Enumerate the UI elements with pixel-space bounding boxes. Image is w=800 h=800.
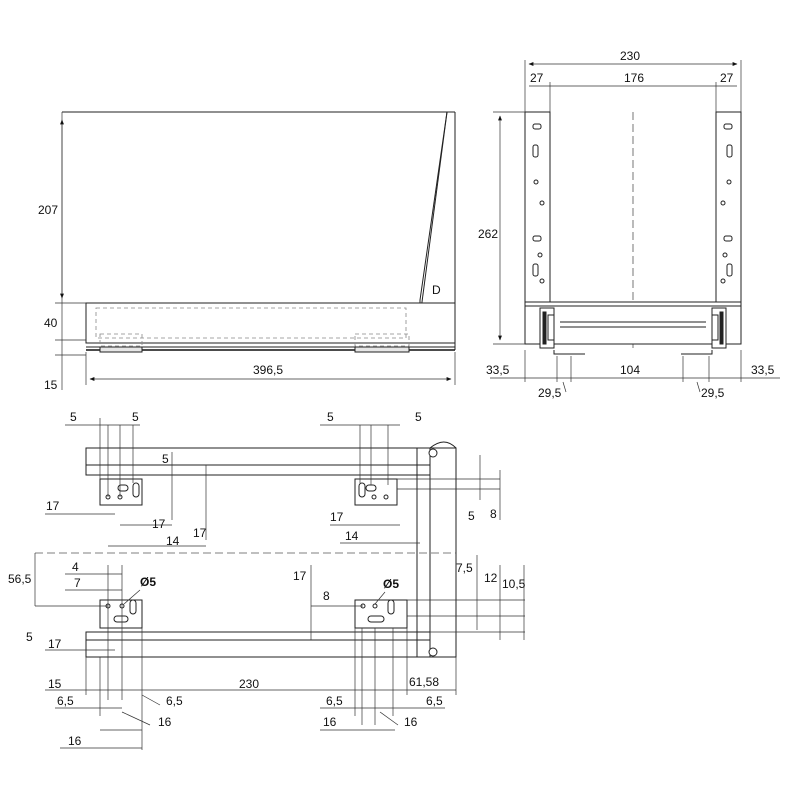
dim-top-5a: 5 [70, 410, 77, 424]
front-runner-right [681, 307, 727, 355]
dim-front-104: 104 [620, 363, 640, 377]
front-holes-right [720, 123, 733, 284]
side-runner-right [354, 346, 410, 353]
dim-left-5: 5 [26, 630, 33, 644]
dim-bottom-16d: 16 [68, 734, 82, 748]
dim-side-207: 207 [38, 203, 58, 217]
dim-bottom-6-5a: 6,5 [57, 694, 74, 708]
top-frame-right [429, 447, 457, 658]
dim-bottom-61-58: 61,58 [409, 675, 439, 689]
front-holes-left [532, 123, 545, 284]
dim-left-4: 4 [72, 560, 79, 574]
dim-mid-17: 17 [293, 569, 307, 583]
front-runner-left [539, 307, 585, 355]
dim-inner-5: 5 [162, 452, 169, 466]
top-rail-lower [85, 631, 431, 658]
dim-right-7-5: 7,5 [456, 561, 473, 575]
dim-front-33-5-left: 33,5 [486, 363, 510, 377]
dim-front-29-5-left: 29,5 [538, 386, 562, 400]
dim-inner-17a: 17 [152, 517, 166, 531]
side-runner-left [99, 346, 143, 353]
dim-bottom-16c: 16 [404, 715, 418, 729]
dim-front-262: 262 [478, 227, 498, 241]
dim-side-40: 40 [44, 316, 58, 330]
dim-front-176: 176 [624, 71, 644, 85]
dim-top-5d: 5 [415, 410, 422, 424]
dim-top-5b: 5 [132, 410, 139, 424]
dim-right-17: 17 [330, 510, 344, 524]
plate-lower-right [354, 599, 408, 629]
top-view: 5 5 5 5 5 17 17 17 14 17 14 5 8 56,5 4 7 [8, 410, 526, 750]
side-view: D 207 40 15 396,5 [38, 111, 456, 392]
dim-bottom-16a: 16 [158, 715, 172, 729]
dim-left-17: 17 [46, 499, 60, 513]
dim-left-56-5: 56,5 [8, 572, 32, 586]
dim-side-15: 15 [44, 378, 58, 392]
dim-right-8: 8 [490, 507, 497, 521]
dim-right-12: 12 [484, 571, 498, 585]
dim-front-29-5-right: 29,5 [701, 386, 725, 400]
front-view: 230 27 176 27 [478, 49, 780, 400]
dim-front-27-left: 27 [530, 71, 544, 85]
dim-top-5c: 5 [327, 410, 334, 424]
dim-diameter-right: Ø5 [383, 577, 399, 591]
dim-bottom-230: 230 [239, 677, 259, 691]
dim-bottom-15: 15 [48, 677, 62, 691]
dim-front-27-right: 27 [720, 71, 734, 85]
dim-right-14: 14 [345, 529, 359, 543]
side-mark-d: D [432, 283, 441, 297]
top-rail-upper [85, 447, 431, 476]
dim-front-33-5-right: 33,5 [751, 363, 775, 377]
dim-bottom-6-5b: 6,5 [166, 694, 183, 708]
dim-bottom-6-5d: 6,5 [426, 694, 443, 708]
dim-left-7: 7 [74, 576, 81, 590]
dim-left-17b: 17 [48, 637, 62, 651]
dim-right-10-5: 10,5 [502, 577, 526, 591]
front-drawer-box [524, 301, 742, 345]
dim-diameter-left: Ø5 [140, 575, 156, 589]
dim-bottom-16b: 16 [323, 715, 337, 729]
side-drawer-body [85, 302, 456, 344]
plate-upper-left [99, 478, 143, 506]
dim-bottom-6-5c: 6,5 [326, 694, 343, 708]
dim-mid-8: 8 [323, 589, 330, 603]
dim-side-396-5: 396,5 [253, 363, 283, 377]
plate-upper-right [354, 478, 398, 506]
dim-right-5: 5 [468, 509, 475, 523]
dim-inner-17b: 17 [193, 526, 207, 540]
plate-lower-left [99, 599, 143, 629]
dim-front-230: 230 [620, 49, 640, 63]
dim-inner-14: 14 [166, 534, 180, 548]
